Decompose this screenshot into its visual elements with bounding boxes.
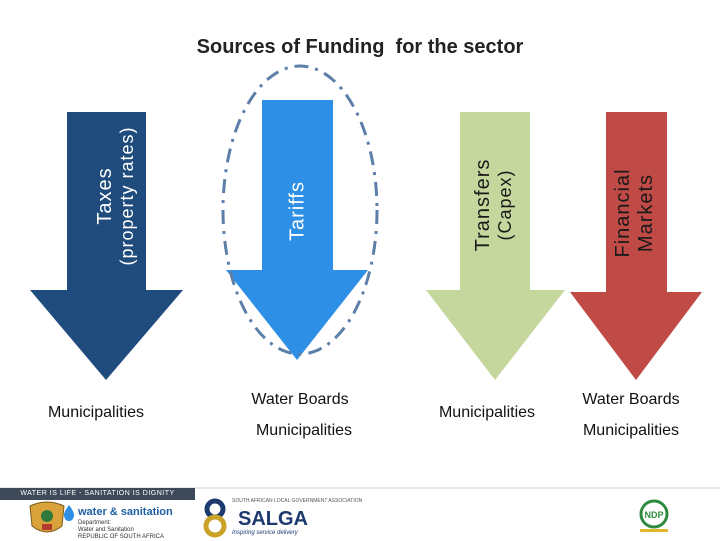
tariffs-highlight-ellipse [221, 64, 379, 356]
transfers-arrow [426, 112, 565, 380]
salga-logo-icon [203, 498, 227, 538]
ws-department: Department: [78, 520, 112, 526]
water-sanitation-logo-subtext: Department: Water and Sanitation REPUBLI… [78, 520, 164, 541]
financial-label: Financial [612, 168, 634, 258]
col1-source-municipalities: Municipalities [47, 404, 145, 421]
ws-department-name: Water and Sanitation [78, 527, 134, 533]
salga-tagline: Inspiring service delivery [232, 530, 298, 536]
financial-markets-arrow-label: Financial Markets [612, 168, 658, 257]
taxes-arrow-label: Taxes (property rates) [94, 126, 138, 265]
tariffs-arrow-label: Tariffs [287, 181, 310, 241]
ws-republic: REPUBLIC OF SOUTH AFRICA [78, 534, 165, 540]
svg-text:NDP: NDP [644, 510, 663, 520]
footer-tagline: WATER IS LIFE - SANITATION IS DIGNITY [0, 488, 195, 500]
salga-name: SALGA [238, 508, 308, 530]
taxes-sublabel: (property rates) [117, 126, 138, 266]
salga-full-name: SOUTH AFRICAN LOCAL GOVERNMENT ASSOCIATI… [232, 498, 363, 504]
page-title: Sources of Funding for the sector [196, 36, 524, 58]
col3-source-municipalities: Municipalities [438, 404, 536, 421]
coat-of-arms-icon [29, 501, 65, 533]
tariffs-arrow [226, 100, 368, 360]
transfers-sublabel: (Capex) [495, 169, 516, 241]
water-drop-icon [63, 505, 75, 521]
water-sanitation-logo-text: water & sanitation [78, 506, 173, 518]
financial-markets-arrow [570, 112, 702, 380]
taxes-arrow [30, 112, 183, 380]
markets-label: Markets [635, 173, 657, 253]
ndp-logo-icon: NDP [639, 499, 669, 532]
col2-source-water-boards: Water Boards [251, 391, 349, 408]
taxes-label: Taxes [94, 167, 117, 225]
col4-source-municipalities: Municipalities [582, 422, 680, 439]
col4-source-water-boards: Water Boards [582, 391, 680, 408]
transfers-label: Transfers [472, 158, 495, 252]
col2-source-municipalities: Municipalities [255, 422, 353, 439]
tariffs-label: Tariffs [286, 181, 309, 241]
transfers-arrow-label: Transfers (Capex) [472, 159, 516, 252]
